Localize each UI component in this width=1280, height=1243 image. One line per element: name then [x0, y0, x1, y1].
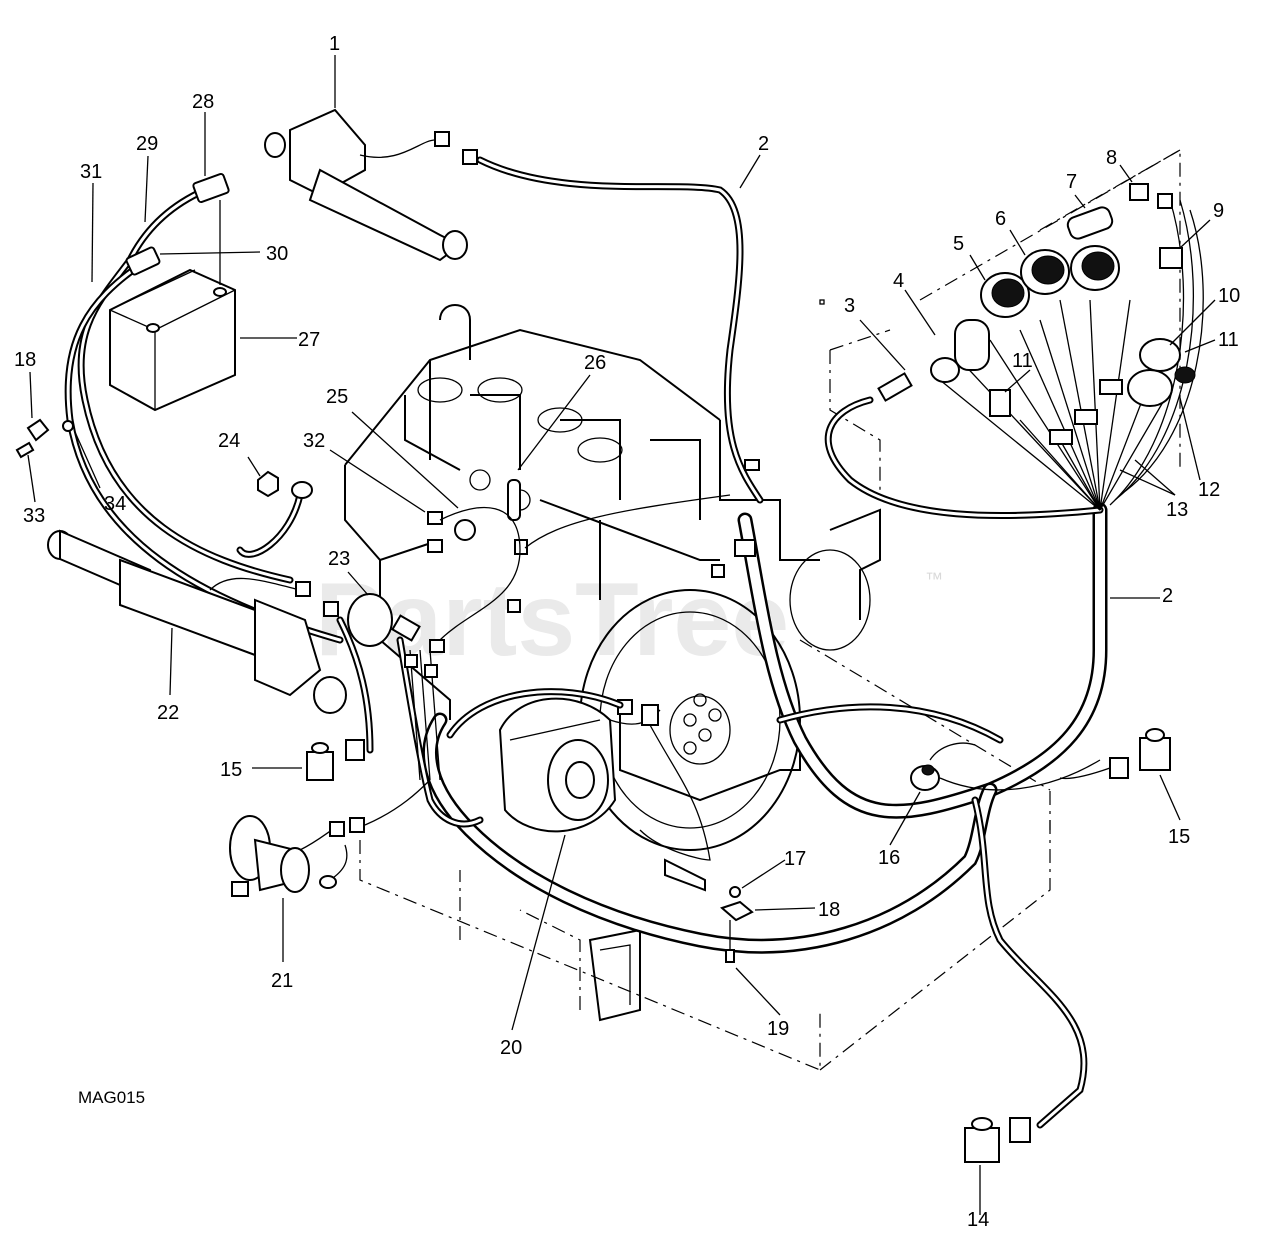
watermark: PartsTree ™ [315, 562, 943, 678]
callout-18-right: 18 [818, 899, 840, 921]
callout-11-left: 11 [1012, 350, 1033, 372]
switch-4 [930, 319, 990, 383]
callout-15-left: 15 [220, 759, 242, 781]
callout-30: 30 [266, 243, 288, 265]
battery-cables [64, 172, 344, 644]
control-panel [877, 149, 1196, 445]
engine-connectors [427, 459, 760, 641]
callout-29: 29 [136, 133, 158, 155]
callout-33: 33 [23, 505, 45, 527]
actuator-1 [264, 108, 478, 262]
actuator-22 [47, 529, 374, 754]
sensor-23 [347, 593, 484, 828]
fasteners-17-19 [720, 886, 754, 963]
callout-labels: 1 2 2 3 4 5 6 7 8 9 10 11 11 12 13 14 15… [14, 33, 1240, 1231]
panel-wiring [824, 199, 1204, 520]
battery-27 [109, 268, 236, 412]
callout-31: 31 [80, 161, 102, 183]
callout-14: 14 [967, 1209, 989, 1231]
leader-lines [27, 55, 1216, 1215]
connector-8 [1129, 183, 1173, 209]
relay-15-right [1059, 728, 1171, 780]
switch-14 [964, 1117, 1031, 1163]
watermark-trademark: ™ [925, 569, 943, 589]
connectors-13 [1049, 379, 1123, 445]
relay-15-left [306, 739, 365, 781]
starter-20 [446, 688, 711, 861]
callout-5: 5 [953, 233, 964, 255]
callout-27: 27 [298, 329, 320, 351]
callout-17: 17 [784, 848, 806, 870]
mounting-bracket [588, 858, 706, 1022]
callout-10: 10 [1218, 285, 1240, 307]
callout-13: 13 [1166, 499, 1188, 521]
callout-20: 20 [500, 1037, 522, 1059]
callout-21: 21 [271, 970, 293, 992]
nut-24 [257, 470, 279, 498]
callout-32: 32 [303, 430, 325, 452]
callout-18-left: 18 [14, 349, 36, 371]
switch-3 [877, 372, 913, 402]
diode-11 [989, 389, 1011, 417]
callout-11-right: 11 [1218, 329, 1239, 351]
callout-7: 7 [1066, 171, 1077, 193]
callout-25: 25 [326, 386, 348, 408]
callout-1: 1 [329, 33, 340, 55]
gauge-6 [1020, 245, 1120, 295]
switch-16 [910, 742, 1101, 791]
callout-12: 12 [1198, 479, 1220, 501]
callout-2-right: 2 [1162, 585, 1173, 607]
callout-24: 24 [218, 430, 240, 452]
callout-4: 4 [893, 270, 904, 292]
main-harness [422, 156, 1108, 1129]
gauge-5 [980, 272, 1030, 318]
callout-26: 26 [584, 352, 606, 374]
hardware-left [15, 418, 74, 459]
relay-9 [1159, 247, 1183, 269]
callout-16: 16 [878, 847, 900, 869]
switch-10-11 [1127, 338, 1196, 407]
callout-28: 28 [192, 91, 214, 113]
figure-code: MAG015 [78, 1088, 145, 1107]
callout-19: 19 [767, 1018, 789, 1040]
callout-2-top: 2 [758, 133, 769, 155]
plate-7 [1066, 206, 1114, 240]
callout-22: 22 [157, 702, 179, 724]
callout-23: 23 [328, 548, 350, 570]
callout-34: 34 [104, 493, 126, 515]
horn-21 [229, 779, 431, 897]
callout-6: 6 [995, 208, 1006, 230]
callout-8: 8 [1106, 147, 1117, 169]
watermark-text: PartsTree [315, 562, 789, 678]
callout-15-right: 15 [1168, 826, 1190, 848]
callout-3: 3 [844, 295, 855, 317]
callout-9: 9 [1213, 200, 1224, 222]
